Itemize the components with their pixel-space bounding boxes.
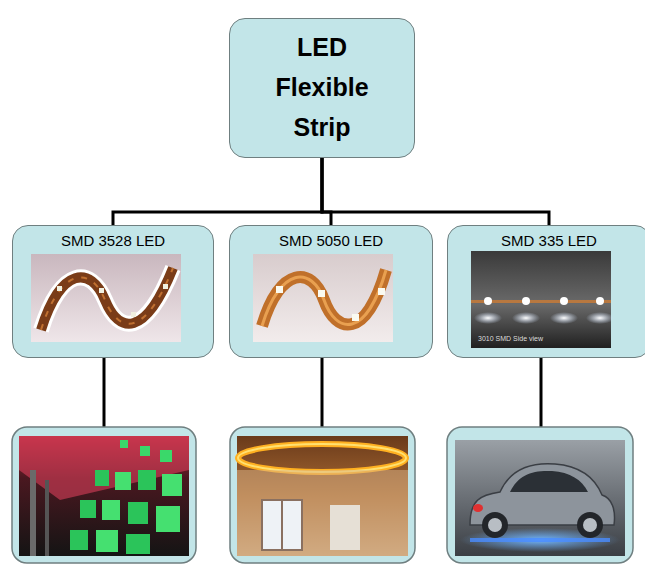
- lower-connectors-part: [103, 357, 106, 428]
- application-photo-panels-part: [447, 427, 633, 563]
- display-wall-photo-part: [95, 470, 109, 486]
- smd5050-strip-photo-part: [262, 270, 386, 326]
- smd3528-strip-photo-part: [41, 268, 173, 330]
- display-wall-photo-part: [120, 440, 128, 448]
- car-underglow-photo-part: [583, 518, 597, 532]
- smd335-side-view-photo-part: [550, 312, 578, 324]
- smd3528-strip-photo-part: [41, 268, 173, 330]
- category-box: SMD 3528 LED: [12, 225, 214, 358]
- display-wall-photo-part: [128, 502, 148, 524]
- cove-ceiling-photo: [237, 436, 408, 556]
- lower-connectors-part: [321, 357, 324, 428]
- cove-ceiling-photo-part: [330, 505, 360, 550]
- display-wall-photo-part: [138, 470, 156, 490]
- root-box: LED Flexible Strip: [229, 18, 415, 158]
- lower-connectors: [104, 357, 541, 428]
- cove-ceiling-photo-part: [281, 500, 283, 550]
- smd3528-strip-photo-part: [99, 288, 104, 293]
- cove-ceiling-photo-part: [237, 436, 408, 556]
- display-wall-photo: [19, 436, 189, 556]
- display-wall-photo-part: [160, 450, 172, 462]
- car-underglow-photo-part: [482, 512, 508, 538]
- smd335-side-view-photo-part: [471, 251, 611, 348]
- smd335-side-view-photo-part: [522, 297, 530, 305]
- display-wall-photo-part: [126, 534, 150, 554]
- smd335-side-view-photo-part: [474, 312, 502, 324]
- car-underglow-photo-part: [455, 440, 625, 556]
- car-underglow-photo-part: [577, 512, 603, 538]
- smd3528-strip-photo-part: [41, 268, 173, 330]
- smd5050-strip-photo-part: [253, 254, 393, 342]
- photo-caption: 3010 SMD Side view: [478, 335, 543, 343]
- display-wall-photo-part: [80, 500, 96, 518]
- smd335-side-view-photo-part: [512, 312, 540, 324]
- tree-connector: [113, 158, 322, 225]
- category-box: SMD 335 LED: [447, 225, 645, 358]
- car-underglow-photo-part: [510, 471, 588, 492]
- car-underglow-photo-part: [473, 504, 483, 512]
- smd5050-strip-photo-part: [352, 314, 359, 321]
- smd335-side-view-photo-part: [596, 297, 604, 305]
- box-title: LED Flexible Strip: [262, 19, 382, 147]
- display-wall-photo-part: [115, 472, 131, 490]
- display-wall-photo-part: [45, 480, 49, 556]
- smd5050-strip-photo-part: [276, 286, 283, 293]
- application-photo-panels: [12, 427, 633, 563]
- smd3528-strip-photo-part: [31, 254, 181, 342]
- smd3528-strip-photo-part: [163, 284, 168, 289]
- lower-connectors-part: [540, 357, 543, 428]
- display-wall-photo-part: [19, 436, 189, 500]
- car-underglow-photo-part: [470, 538, 610, 542]
- smd335-side-view-photo-part: [471, 300, 611, 303]
- box-title: SMD 335 LED: [448, 226, 645, 250]
- display-wall-photo-part: [162, 474, 182, 496]
- smd3528-strip-photo-part: [131, 312, 136, 317]
- display-wall-photo-part: [19, 436, 189, 556]
- cove-ceiling-photo-part: [238, 444, 406, 472]
- category-box: SMD 5050 LED: [229, 225, 433, 358]
- display-wall-photo-part: [140, 446, 150, 456]
- application-photo-panels-part: [12, 427, 196, 563]
- smd5050-strip-photo-part: [318, 290, 325, 297]
- car-underglow-photo-part: [488, 518, 502, 532]
- smd5050-strip-photo-part: [262, 270, 386, 326]
- cove-ceiling-photo-part: [237, 470, 408, 556]
- smd335-side-view-photo-part: [484, 297, 492, 305]
- display-wall-photo-part: [30, 470, 36, 556]
- cove-ceiling-photo-part: [238, 444, 406, 472]
- cove-ceiling-photo-part: [262, 500, 302, 550]
- display-wall-photo-part: [96, 530, 118, 552]
- application-photo-panels-part: [230, 427, 415, 563]
- smd5050-strip-photo-part: [378, 288, 385, 295]
- display-wall-photo-part: [156, 506, 180, 532]
- box-title: SMD 5050 LED: [230, 226, 432, 250]
- tree-connector: [322, 158, 549, 225]
- smd335-side-view-photo-part: [586, 312, 614, 324]
- display-wall-photo-part: [70, 530, 88, 550]
- box-title: SMD 3528 LED: [13, 226, 213, 250]
- smd335-side-view-photo-part: [560, 297, 568, 305]
- display-wall-photo-part: [102, 500, 120, 520]
- smd3528-strip-photo-part: [57, 286, 62, 291]
- car-underglow-photo: [455, 440, 625, 556]
